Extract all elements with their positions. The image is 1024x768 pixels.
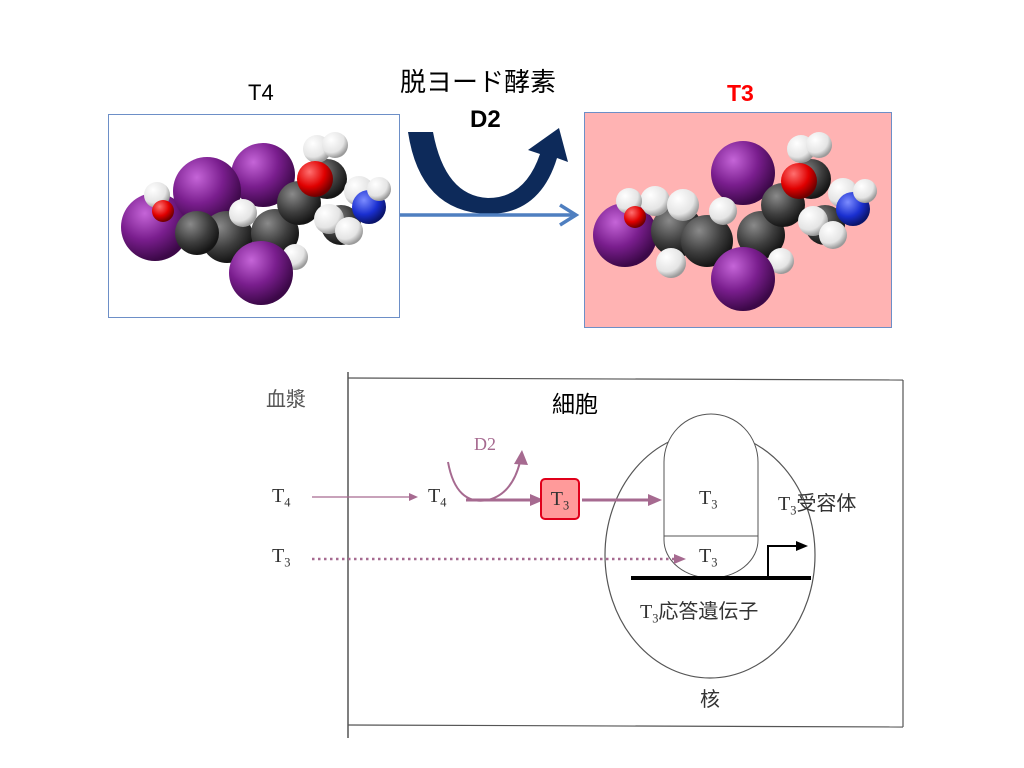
t4-label: T4: [248, 80, 274, 105]
t3-receptor-main: T: [778, 493, 791, 515]
box-t3-sub: 3: [563, 498, 570, 513]
cell-t4-sub: 4: [440, 495, 447, 510]
enzyme-label: 脱ヨード酵素: [400, 67, 557, 97]
cell-t4-main: T: [428, 485, 441, 507]
receptor-upper-t3-sub: 3: [711, 497, 718, 512]
t3-highlight-box: T3: [540, 478, 580, 520]
gene-promoter-arrow-icon: [767, 545, 798, 578]
receptor-upper-t3-main: T: [699, 487, 712, 509]
t3-gene-sub: 3: [652, 611, 659, 626]
plasma-t4-main: T: [272, 485, 285, 507]
right-arrow-icon: [400, 203, 580, 227]
plasma-t4-sub: 4: [284, 495, 291, 510]
cell-label: 細胞: [552, 391, 598, 417]
receptor-lower-t3-sub: 3: [711, 555, 718, 570]
receptor-t3-lower-label: T3: [699, 545, 717, 570]
cell-bottom-border: [347, 724, 904, 728]
t3-molecule-panel: [584, 112, 892, 328]
t3-gene-label: T3応答遺伝子: [640, 595, 758, 626]
t3-gene-main: T: [640, 601, 653, 623]
plasma-t3-main: T: [272, 545, 285, 567]
t4-molecule-panel: [108, 114, 400, 318]
nucleus-label: 核: [700, 689, 720, 711]
t3-receptor-label: T3受容体: [778, 487, 856, 518]
t3-receptor-sub: 3: [790, 503, 797, 518]
plasma-label: 血漿: [266, 389, 306, 411]
plasma-t3-sub: 3: [284, 555, 291, 570]
t3-gene-suffix: 応答遺伝子: [658, 601, 759, 623]
t3-receptor-suffix: 受容体: [796, 493, 857, 515]
plasma-t3-label: T3: [272, 545, 290, 570]
receptor-lower-t3-main: T: [699, 545, 712, 567]
t3-label: T3: [727, 80, 754, 106]
box-t3-main: T: [550, 488, 563, 510]
curved-arrow-icon: [408, 128, 568, 214]
cell-top-border: [347, 377, 904, 381]
plasma-t4-label: T4: [272, 485, 290, 510]
t4-molecule-image: [121, 132, 391, 305]
d2-label: D2: [470, 106, 501, 133]
d2-curved-arrow-icon: [447, 461, 521, 502]
t3-molecule-image: [593, 132, 877, 311]
diagram-d2-label: D2: [474, 434, 496, 454]
receptor-t3-upper-label: T3: [699, 487, 717, 512]
receptor-capsule: [663, 413, 759, 579]
cell-t4-label: T4: [428, 485, 446, 510]
